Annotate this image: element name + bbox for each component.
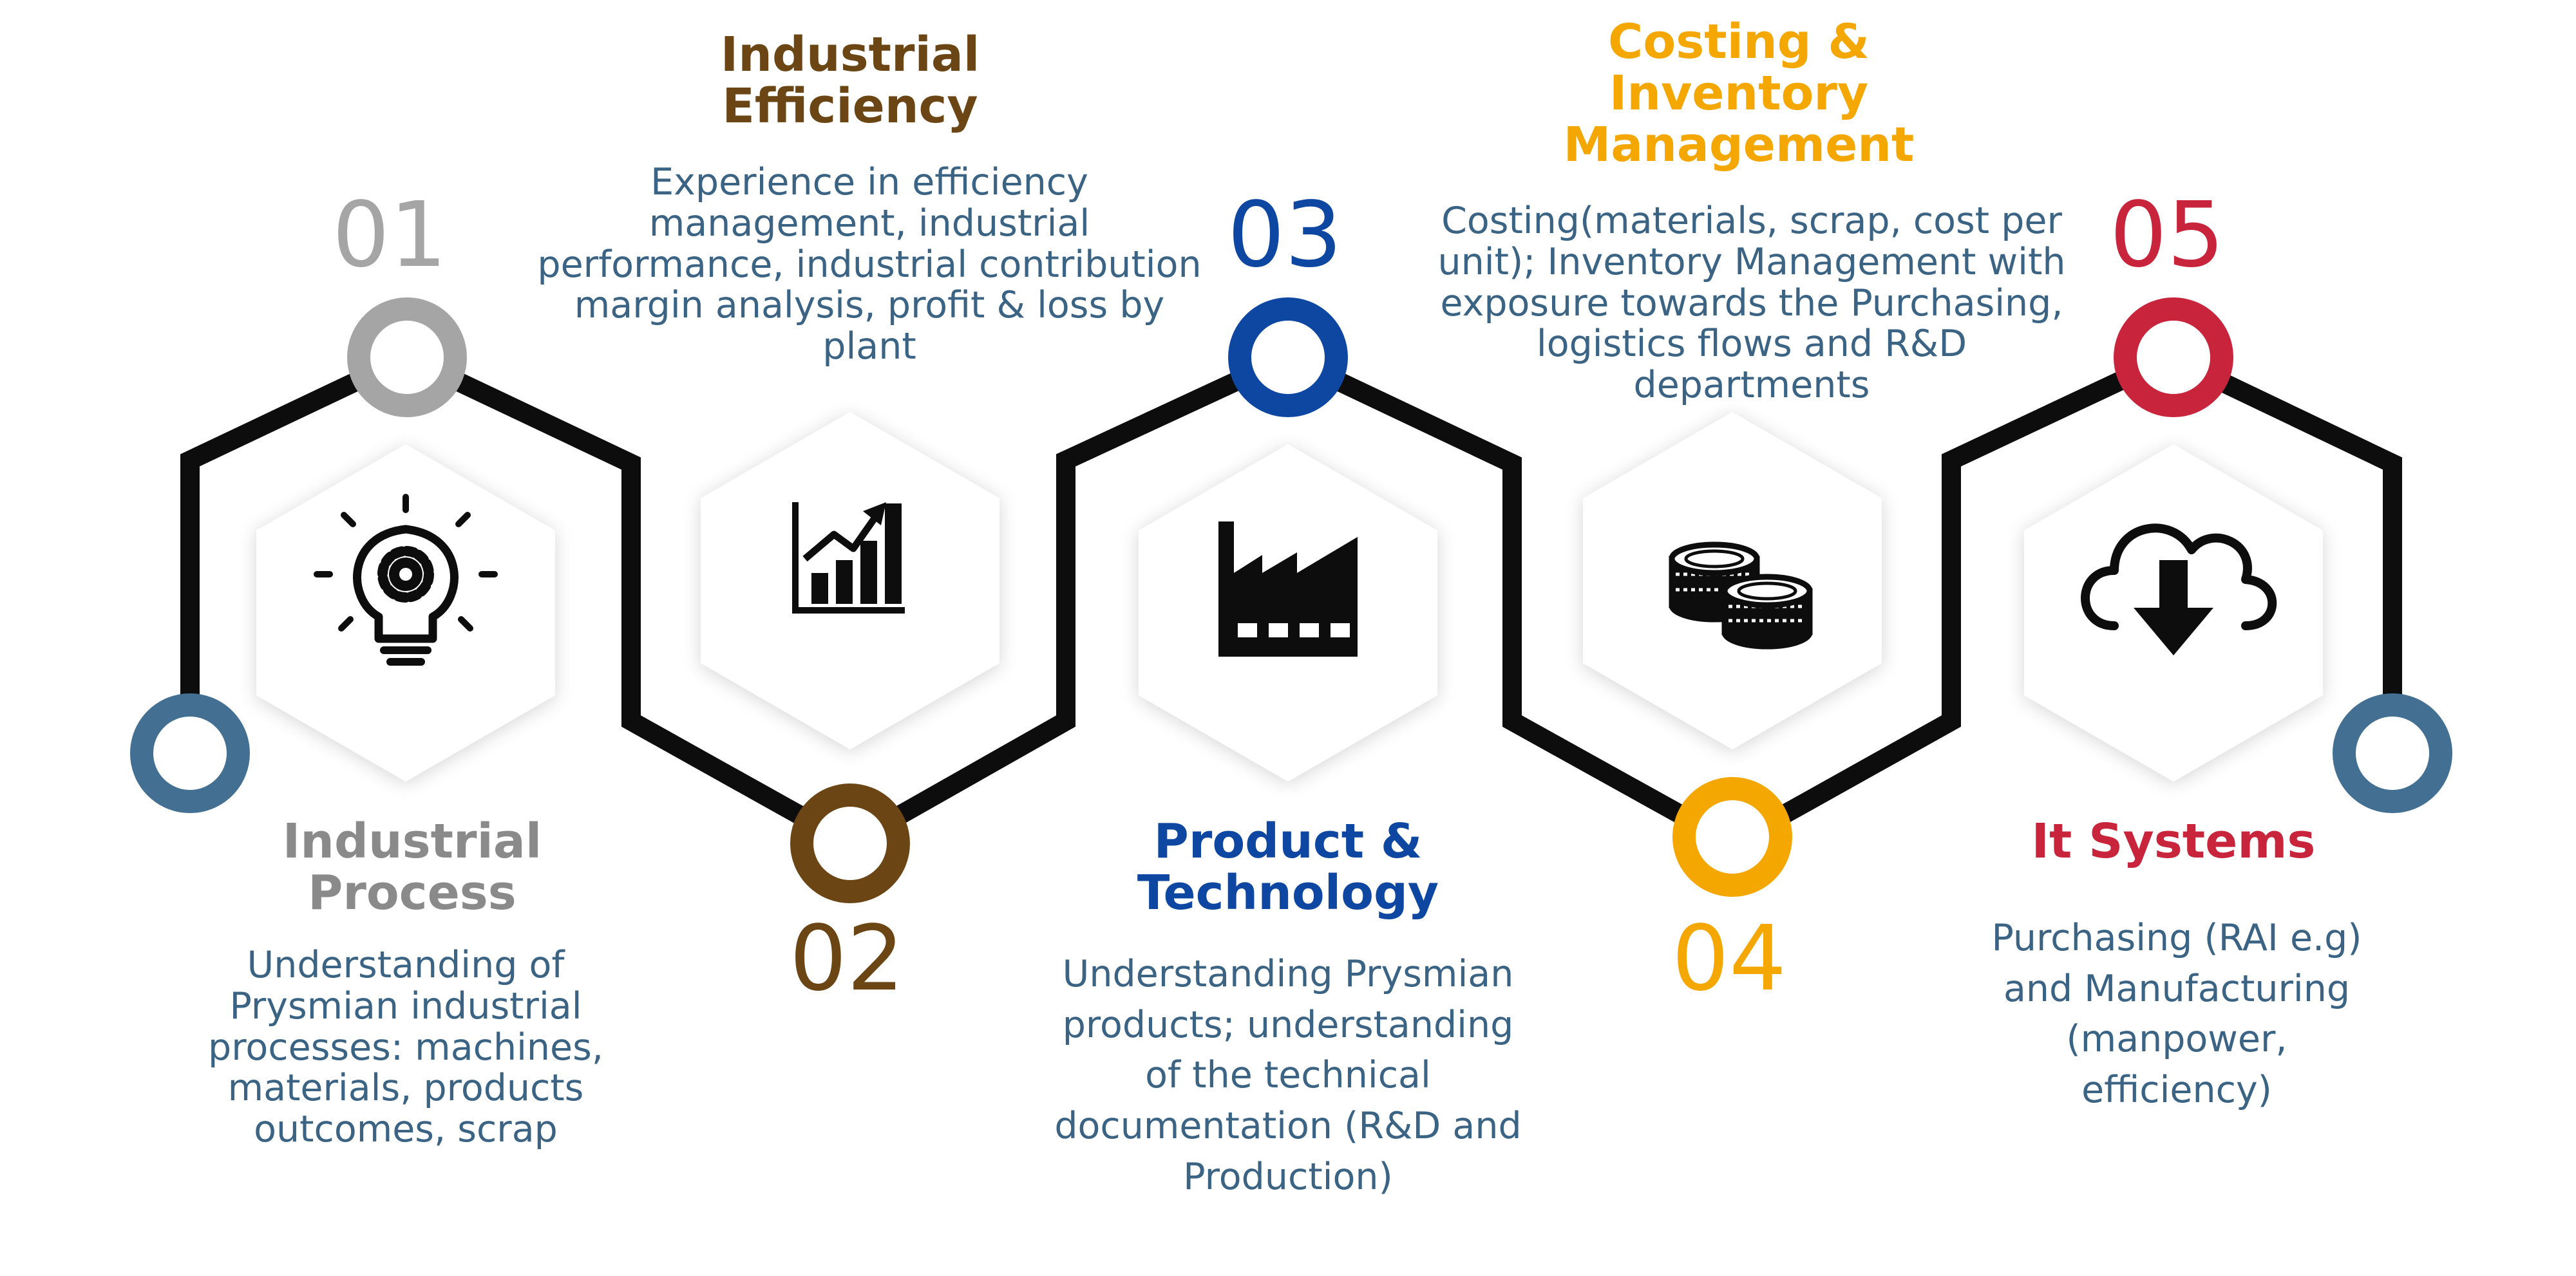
- step-description-03: Understanding Prysmian products; underst…: [1054, 953, 1522, 1198]
- node-01: [347, 297, 467, 417]
- cloud-download-icon: [2081, 523, 2277, 655]
- step-number-01: 01: [332, 183, 448, 288]
- step-number-05: 05: [2109, 183, 2225, 288]
- node-04: [1672, 777, 1792, 897]
- step-title-05: It Systems: [2031, 814, 2316, 869]
- step-description-05: Purchasing (RAI e.g) and Manufacturing (…: [1991, 917, 2362, 1111]
- step-description-02: Experience in efficiency management, ind…: [537, 161, 1202, 368]
- step-title-02: Industrial Efficiency: [720, 27, 980, 134]
- lightbulb-gear-icon: [314, 494, 498, 666]
- step-description-01: Understanding of Prysmian industrial pro…: [208, 944, 603, 1151]
- node-02: [790, 783, 910, 903]
- hexagon-panel-1: [256, 444, 555, 782]
- factory-icon: [1218, 521, 1358, 657]
- step-number-04: 04: [1671, 906, 1787, 1011]
- step-title-01: Industrial Process: [282, 814, 542, 921]
- node-03: [1228, 297, 1348, 417]
- node-05: [2114, 297, 2233, 417]
- coins-icon: [1669, 541, 1813, 650]
- step-number-02: 02: [789, 906, 905, 1011]
- step-description-04: Costing(materials, scrap, cost per unit)…: [1437, 200, 2066, 407]
- bar-chart-growth-icon: [792, 502, 905, 614]
- end-node: [2333, 693, 2452, 813]
- step-title-03: Product & Technology: [1137, 814, 1439, 921]
- start-node: [130, 693, 250, 813]
- step-number-03: 03: [1227, 183, 1343, 288]
- step-title-04: Costing & Inventory Management: [1563, 14, 1915, 173]
- node-circles: [130, 297, 2452, 903]
